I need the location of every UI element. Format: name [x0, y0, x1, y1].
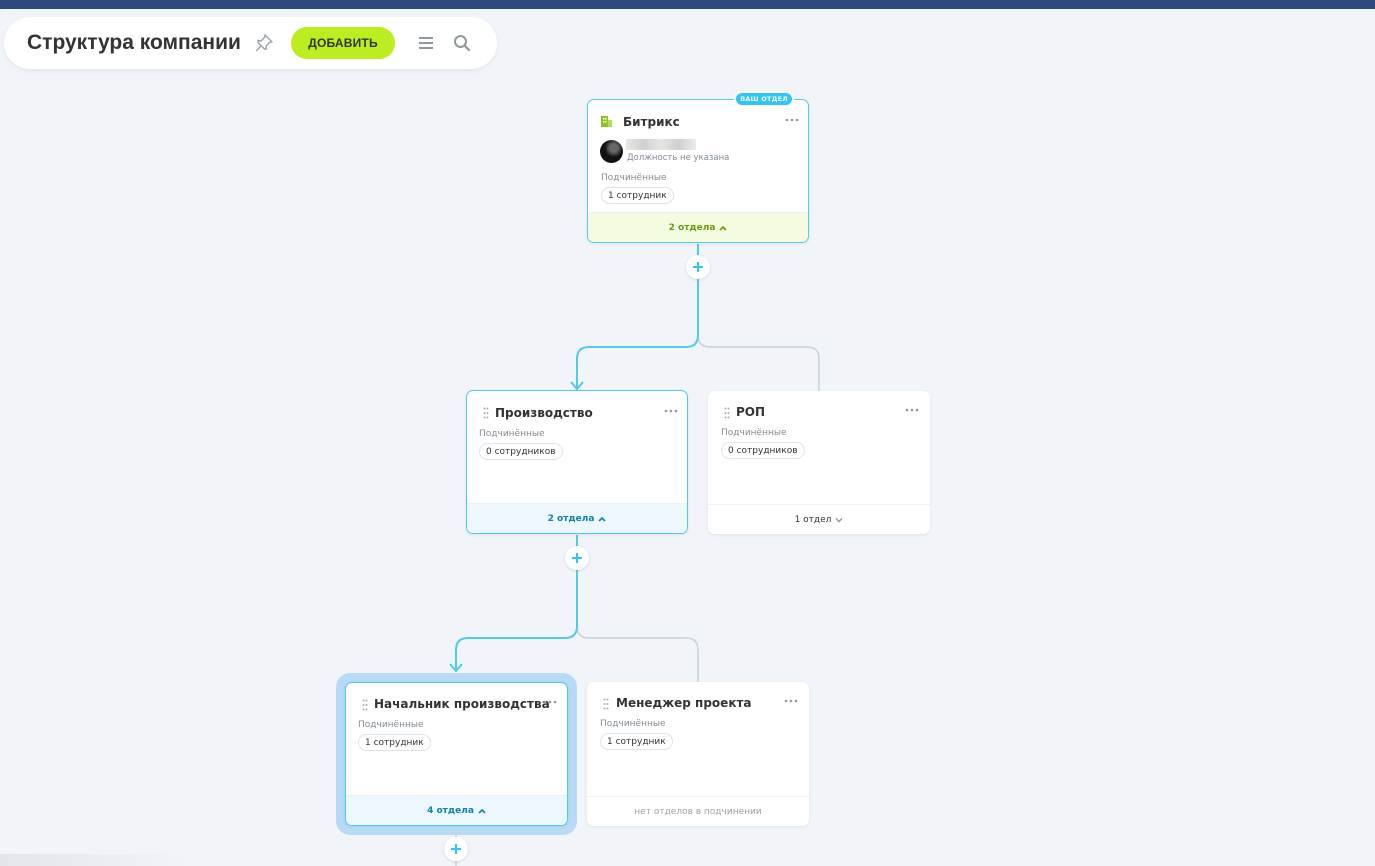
building-icon [601, 116, 612, 127]
subdepartments-count: нет отделов в подчинении [634, 806, 762, 817]
department-name: Начальник производства [374, 697, 550, 711]
department-card-production[interactable]: Производство Подчинённые 0 сотрудников 2… [466, 390, 688, 534]
more-icon[interactable] [905, 407, 919, 413]
no-subdepartments-note: нет отделов в подчинении [587, 796, 809, 826]
department-name: Производство [495, 406, 593, 420]
department-name: Битрикс [623, 115, 680, 129]
subordinates-label: Подчинённые [601, 173, 667, 183]
page-title: Структура компании [27, 31, 241, 54]
drag-handle-icon[interactable] [483, 407, 489, 419]
employee-name-hidden [626, 139, 696, 150]
add-button[interactable]: ДОБАВИТЬ [291, 27, 395, 59]
subdepartments-count: 4 отдела [427, 805, 474, 816]
more-icon[interactable] [543, 699, 557, 705]
add-subdepartment-button[interactable] [686, 255, 710, 279]
department-card-root[interactable]: Битрикс Должность не указана Подчинённые… [587, 99, 809, 243]
subdepartments-toggle[interactable]: 1 отдел [708, 504, 930, 534]
drag-handle-icon[interactable] [362, 699, 368, 711]
department-card-head-of-production[interactable]: Начальник производства Подчинённые 1 сот… [345, 682, 568, 826]
department-card-rop[interactable]: РОП Подчинённые 0 сотрудников 1 отдел [708, 391, 930, 534]
avatar[interactable] [600, 140, 623, 163]
drag-handle-icon[interactable] [724, 407, 730, 419]
subordinates-count[interactable]: 1 сотрудник [600, 733, 673, 750]
chevron-up-icon [598, 516, 606, 522]
subordinates-label: Подчинённые [721, 428, 787, 438]
subordinates-count[interactable]: 0 сотрудников [721, 442, 805, 459]
subdepartments-toggle[interactable]: 2 отдела [467, 503, 687, 533]
pin-icon[interactable] [254, 33, 274, 53]
department-name: Менеджер проекта [616, 696, 752, 710]
page-header: Структура компании ДОБАВИТЬ [4, 17, 497, 69]
department-card-project-manager[interactable]: Менеджер проекта Подчинённые 1 сотрудник… [587, 682, 809, 826]
chevron-up-icon [478, 808, 486, 814]
search-icon[interactable] [452, 33, 472, 53]
chevron-down-icon [835, 517, 843, 522]
subordinates-count[interactable]: 1 сотрудник [601, 187, 674, 204]
more-icon[interactable] [784, 698, 798, 704]
subdepartments-count: 2 отдела [547, 513, 595, 524]
drag-handle-icon[interactable] [603, 698, 609, 710]
subordinates-count[interactable]: 1 сотрудник [358, 734, 431, 751]
connector-arrow-head [449, 663, 463, 673]
plus-icon [693, 262, 703, 272]
subdepartments-count: 2 отдела [668, 222, 716, 233]
connector-root-to-production [576, 244, 699, 388]
subordinates-count[interactable]: 0 сотрудников [479, 443, 563, 460]
top-stripe [0, 0, 1375, 9]
connector-arrow-production [570, 381, 584, 391]
connector-production-to-head [455, 535, 578, 670]
subdepartments-count: 1 отдел [794, 514, 832, 525]
more-icon[interactable] [785, 117, 799, 123]
add-subdepartment-button[interactable] [565, 546, 589, 570]
subdepartments-toggle[interactable]: 2 отдела [588, 212, 808, 242]
bottom-edge-shadow [0, 854, 190, 866]
plus-icon [572, 553, 582, 563]
department-name: РОП [736, 405, 766, 419]
connector-root-to-rop [697, 279, 820, 391]
subordinates-label: Подчинённые [479, 429, 545, 439]
plus-icon [451, 844, 461, 854]
menu-icon[interactable] [417, 34, 435, 52]
connector-production-to-manager [576, 570, 699, 682]
your-department-badge: ВАШ ОТДЕЛ [734, 91, 794, 107]
add-subdepartment-button[interactable] [444, 837, 468, 861]
employee-position: Должность не указана [627, 153, 730, 163]
chevron-up-icon [719, 225, 727, 231]
subdepartments-toggle[interactable]: 4 отдела [346, 795, 567, 825]
subordinates-label: Подчинённые [600, 719, 666, 729]
more-icon[interactable] [664, 408, 678, 414]
subordinates-label: Подчинённые [358, 720, 424, 730]
